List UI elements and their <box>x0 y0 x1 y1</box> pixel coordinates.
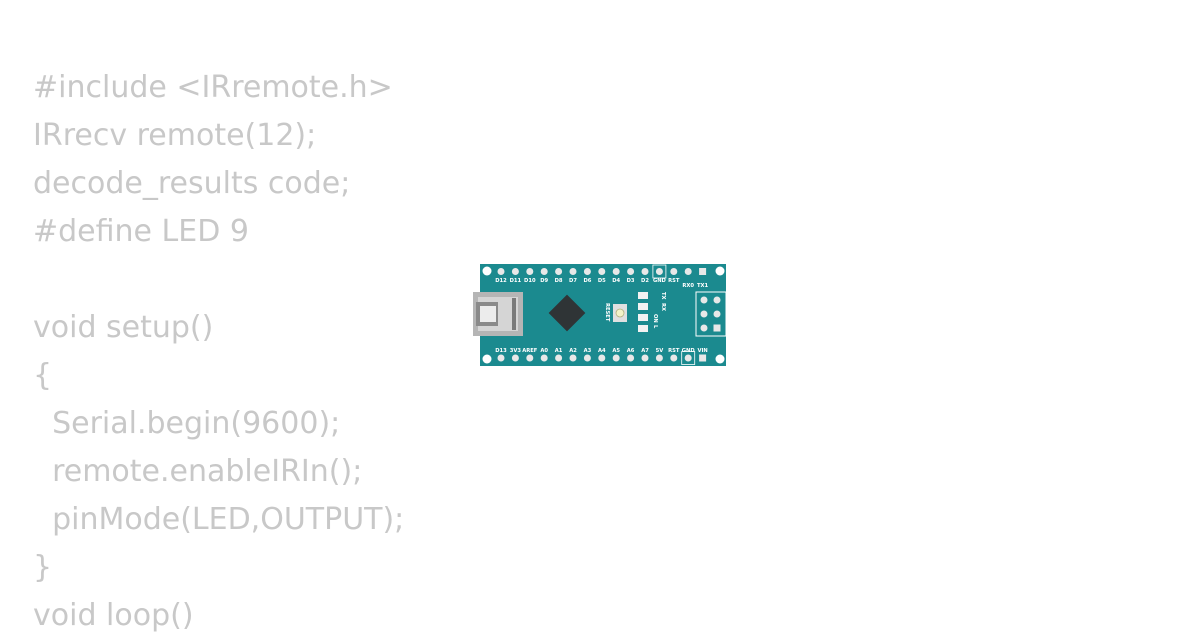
ground-pin-outline <box>681 351 696 365</box>
header-pin[interactable] <box>684 354 692 362</box>
header-pin[interactable] <box>583 268 591 275</box>
pin-label: D5 <box>598 278 606 284</box>
code-line: void loop() <box>33 598 194 633</box>
code-line: { <box>33 358 53 393</box>
code-line: #include <IRremote.h> <box>33 70 393 105</box>
header-pin[interactable] <box>526 268 534 275</box>
header-pin[interactable] <box>627 268 635 275</box>
icsp-header <box>695 291 727 337</box>
header-pin[interactable] <box>641 268 649 275</box>
pin-label: GND <box>682 348 696 354</box>
header-pin[interactable] <box>684 268 692 275</box>
code-listing: #include <IRremote.h> IRrecv remote(12); d… <box>33 64 404 640</box>
header-pin[interactable] <box>670 354 678 362</box>
pin-label: A1 <box>555 348 563 354</box>
pin-label: 5V <box>656 348 664 354</box>
pin-label: A6 <box>627 348 635 354</box>
header-pin[interactable] <box>540 268 548 275</box>
pin-label: A7 <box>641 348 649 354</box>
code-line: } <box>33 550 53 585</box>
led-label-rx: RX <box>660 303 666 311</box>
pin-label: VIN <box>697 348 707 354</box>
pin-label: TX1 <box>697 283 709 289</box>
pin-label: A0 <box>540 348 548 354</box>
ground-pin-outline <box>652 264 667 279</box>
header-pin[interactable] <box>655 354 663 362</box>
led-label-tx: TX <box>660 292 666 300</box>
pin-label: RST <box>668 278 680 284</box>
header-pin[interactable] <box>511 354 519 362</box>
reset-button[interactable] <box>613 304 627 322</box>
header-pin[interactable] <box>612 354 620 362</box>
pin-label: D13 <box>495 348 507 354</box>
pin-label: AREF <box>522 348 538 354</box>
mount-hole-tr <box>715 266 725 276</box>
code-line: Serial.begin(9600); <box>33 406 341 441</box>
pin-label: D11 <box>510 278 522 284</box>
pin-label: D6 <box>583 278 591 284</box>
header-pin[interactable] <box>511 268 519 275</box>
pin-label: D12 <box>495 278 507 284</box>
pin-label: D10 <box>524 278 536 284</box>
microcontroller-chip <box>548 294 586 332</box>
code-line: #define LED 9 <box>33 214 249 249</box>
pin-label: A3 <box>584 348 592 354</box>
led-label-on: ON <box>652 314 658 323</box>
header-pin[interactable] <box>612 268 620 275</box>
code-line: remote.enableIRIn(); <box>33 454 363 489</box>
header-pin[interactable] <box>497 268 505 275</box>
pin-label: D2 <box>641 278 649 284</box>
pin-label: RX0 <box>682 283 694 289</box>
header-pin[interactable] <box>497 354 505 362</box>
header-pin[interactable] <box>555 354 563 362</box>
pin-label: RST <box>668 348 680 354</box>
header-pin[interactable] <box>670 268 678 275</box>
status-leds <box>638 292 648 332</box>
pin-label: A5 <box>612 348 620 354</box>
header-pin[interactable] <box>555 268 563 275</box>
header-pin[interactable] <box>655 268 663 275</box>
pin-label: GND <box>653 278 667 284</box>
header-pin[interactable] <box>627 354 635 362</box>
pin-label: A4 <box>598 348 606 354</box>
led-label-l: L <box>652 325 658 329</box>
code-line <box>33 256 404 304</box>
pin-label: D7 <box>569 278 577 284</box>
header-pin[interactable] <box>598 268 606 275</box>
mount-hole-bl <box>482 354 492 364</box>
reset-label: RESET <box>604 303 610 322</box>
pin-label: D3 <box>627 278 635 284</box>
header-pin[interactable] <box>598 354 606 362</box>
header-pin[interactable] <box>540 354 548 362</box>
header-pin[interactable] <box>583 354 591 362</box>
header-pin[interactable] <box>569 268 577 275</box>
code-line: IRrecv remote(12); <box>33 118 317 153</box>
pin-label: 3V3 <box>510 348 522 354</box>
header-pin[interactable] <box>569 354 577 362</box>
usb-connector <box>473 292 523 336</box>
header-pin[interactable] <box>699 268 707 275</box>
header-pin[interactable] <box>526 354 534 362</box>
header-pin[interactable] <box>699 354 707 362</box>
mount-hole-tl <box>482 266 492 276</box>
mount-hole-br <box>715 354 725 364</box>
pin-label: D9 <box>540 278 548 284</box>
code-line: decode_results code; <box>33 166 351 201</box>
code-line: void setup() <box>33 310 214 345</box>
pin-label: A2 <box>569 348 577 354</box>
header-pin[interactable] <box>641 354 649 362</box>
pin-label: D8 <box>555 278 563 284</box>
code-line: pinMode(LED,OUTPUT); <box>33 502 405 537</box>
pin-label: D4 <box>612 278 620 284</box>
